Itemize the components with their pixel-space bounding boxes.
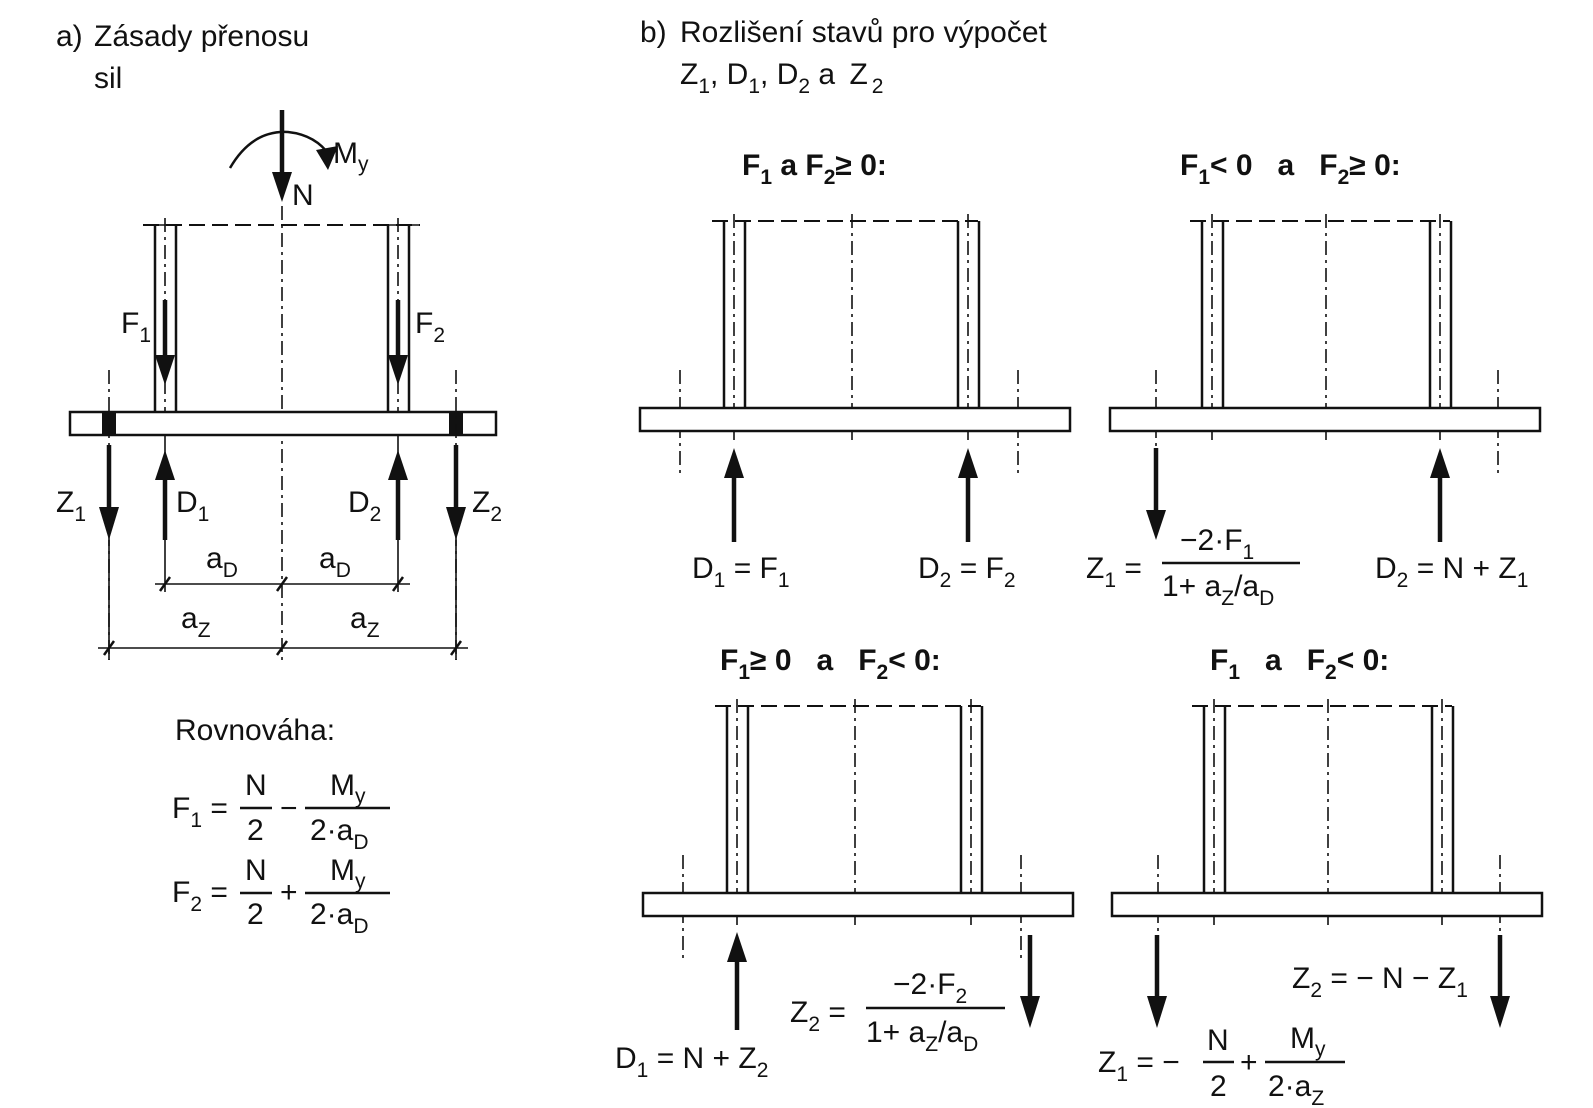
svg-text:F1 =: F1 = [172, 792, 228, 832]
case-2-d2-label: D2 = N + Z1 [1375, 552, 1528, 592]
axial-force-label: N [292, 179, 314, 212]
case-4-z1-my: My [1290, 1022, 1326, 1061]
case-1-d1-label: D1 = F1 [692, 552, 790, 592]
panel-b-title-line1: Rozlišení stavů pro výpočet [680, 16, 1048, 49]
case-3-z2-arrow [1020, 935, 1040, 1028]
anchor-right [449, 413, 463, 434]
dimension-az-left-label: aZ [181, 602, 211, 642]
panel-a-title-line1: Zásady přenosu [94, 20, 309, 53]
compression-d2-arrow [388, 450, 408, 540]
dimension-ad-left-label: aD [206, 542, 238, 582]
dimension-az [98, 640, 468, 656]
force-f1-arrow [155, 300, 175, 385]
force-f1-label: F1 [121, 307, 151, 347]
compression-d1-arrow [155, 450, 175, 540]
case-1-frame [638, 214, 1072, 478]
panel-a: a) Zásady přenosu sil My N [56, 20, 502, 938]
tension-z1-arrow [99, 445, 119, 540]
case-2-heading: F1< 0 a F2≥ 0: [1180, 149, 1401, 189]
svg-text:F2 =: F2 = [172, 876, 228, 916]
compression-d2-label: D2 [348, 486, 381, 526]
svg-text:N: N [245, 769, 267, 802]
equilibrium-title: Rovnováha: [175, 714, 335, 747]
dimension-ad [155, 576, 410, 592]
case-1-d2-label: D2 = F2 [918, 552, 1016, 592]
tension-z2-label: Z2 [472, 486, 502, 526]
case-4-z1-n: N [1207, 1024, 1229, 1057]
moment-label: My [333, 137, 369, 176]
case-3-frame [641, 699, 1075, 963]
case-2-frame [1108, 214, 1542, 478]
case-3-z2-denominator: 1+ aZ/aD [866, 1016, 978, 1056]
axial-force-arrow [272, 110, 292, 202]
case-2-d2-arrow [1430, 448, 1450, 542]
svg-text:N: N [245, 854, 267, 887]
column-right [386, 218, 411, 412]
case-2-z1-denominator: 1+ aZ/aD [1162, 570, 1274, 610]
svg-text:My: My [330, 854, 366, 893]
force-f2-arrow [388, 300, 408, 385]
equation-f1: F1 = N 2 − My 2·aD [172, 769, 390, 854]
dimension-ad-right-label: aD [319, 542, 351, 582]
force-f2-label: F2 [415, 307, 445, 347]
case-4-heading: F1 a F2< 0: [1210, 644, 1389, 684]
case-4-z1-two: 2 [1210, 1070, 1227, 1103]
panel-a-label: a) [56, 20, 83, 53]
tension-z2-arrow [446, 445, 466, 540]
case-4-z1-arrow [1147, 935, 1167, 1028]
case-3-d1-arrow [727, 932, 747, 1030]
svg-text:2: 2 [247, 898, 264, 931]
panel-b-label: b) [640, 16, 667, 49]
svg-text:2·aD: 2·aD [310, 898, 369, 938]
case-3-d1-label: D1 = N + Z2 [615, 1042, 768, 1082]
anchor-left [102, 413, 116, 434]
equation-f2: F2 = N 2 + My 2·aD [172, 854, 390, 938]
base-plate [68, 410, 498, 437]
case-3-z2-numerator: −2·F2 [893, 968, 967, 1008]
dimension-az-right-label: aZ [350, 602, 380, 642]
case-4-z1-label: Z1 = − [1098, 1046, 1180, 1086]
case-2-z1-numerator: −2·F1 [1180, 524, 1254, 564]
case-4-frame [1110, 699, 1544, 963]
svg-text:2: 2 [247, 814, 264, 847]
case-4-z2-label: Z2 = − N − Z1 [1292, 962, 1468, 1002]
panel-a-title-line2: sil [94, 62, 122, 95]
case-2-z1-arrow [1146, 448, 1166, 540]
svg-text:+: + [280, 876, 298, 909]
case-3-z2-label: Z2 = [790, 996, 846, 1036]
case-2-z1-label: Z1 = [1086, 552, 1142, 592]
case-4-z2-arrow [1490, 935, 1510, 1028]
case-3-heading: F1≥ 0 a F2< 0: [720, 644, 941, 684]
case-4-plus: + [1240, 1046, 1258, 1079]
column-left [153, 218, 178, 412]
tension-z1-label: Z1 [56, 486, 86, 526]
panel-b: b) Rozlišení stavů pro výpočet Z1, D1, D… [615, 16, 1544, 1108]
case-1-d2-arrow [958, 448, 978, 542]
case-4-z1-2az: 2·aZ [1268, 1070, 1324, 1108]
compression-d1-label: D1 [176, 486, 209, 526]
svg-text:−: − [280, 792, 298, 825]
svg-text:2·aD: 2·aD [310, 814, 369, 854]
case-1-d1-arrow [724, 448, 744, 542]
svg-text:My: My [330, 769, 366, 808]
case-1-heading: F1 a F2≥ 0: [742, 149, 887, 189]
moment-arrow [228, 130, 338, 170]
